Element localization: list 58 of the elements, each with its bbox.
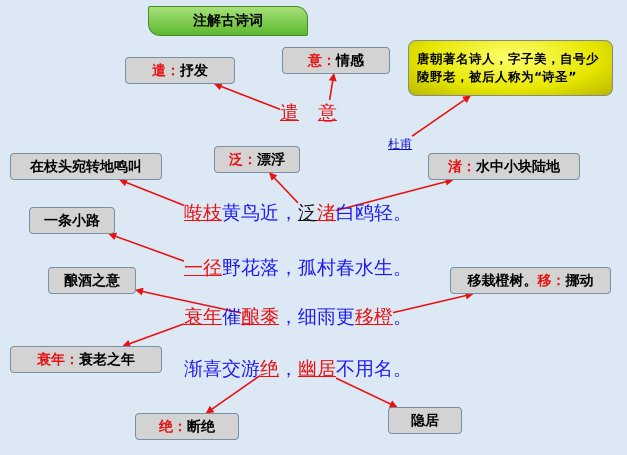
- highlighted-word: 幽居: [298, 356, 336, 382]
- poem-text: ，: [279, 357, 298, 382]
- arrow: [336, 178, 454, 212]
- arrow: [412, 95, 471, 137]
- link-text: 杜甫: [388, 136, 412, 153]
- poem-text: 不用名。: [336, 357, 412, 382]
- poem-text: 白鸥轻。: [336, 201, 412, 226]
- annotation-box: [428, 153, 580, 180]
- highlighted-word: 衰年: [184, 304, 222, 330]
- title-banner: 注解古诗词: [148, 6, 308, 36]
- annotation-box: [29, 207, 115, 234]
- annotation-text: 绝：断绝: [159, 418, 215, 436]
- annotation-box: [48, 267, 136, 294]
- annotation-text: 衰年：衰老之年: [37, 350, 135, 368]
- annotation-text: 意：情感: [308, 52, 364, 70]
- annotation-box: [450, 267, 611, 294]
- annotation-text: 移栽橙树。移：挪动: [468, 272, 594, 290]
- poem-text: ，细雨更: [279, 305, 355, 330]
- highlighted-word: 泛: [298, 200, 317, 226]
- arrow: [214, 82, 280, 110]
- arrow: [135, 288, 242, 314]
- poem-text: 野花落，孤村春水生。: [222, 256, 412, 281]
- annotation-text: 遣：抒发: [152, 62, 208, 80]
- highlighted-word: 啭枝: [184, 200, 222, 226]
- annotation-box: [282, 47, 390, 74]
- highlighted-word: 遣: [280, 100, 299, 126]
- highlighted-word: 移橙: [355, 304, 393, 330]
- annotation-box: [214, 146, 300, 173]
- highlighted-word: 渚: [317, 200, 336, 226]
- poem-text: 。: [393, 305, 412, 330]
- highlighted-word: 一径: [184, 255, 222, 281]
- arrow: [328, 73, 337, 100]
- annotation-box: [10, 346, 162, 373]
- arrow: [122, 323, 184, 348]
- note-callout: [408, 40, 613, 96]
- highlighted-word: 酿黍: [241, 304, 279, 330]
- annotation-text: 一条小路: [44, 212, 100, 230]
- arrow: [206, 374, 260, 414]
- annotation-box: [388, 407, 462, 434]
- annotation-text: 唐朝著名诗人，字子美，自号少陵野老，被后人称为“诗圣”: [417, 50, 600, 86]
- annotation-box: [10, 153, 162, 180]
- poem-text: 渐喜交游: [184, 357, 260, 382]
- poem-text: 黄鸟近，: [222, 201, 298, 226]
- annotation-box: [135, 413, 239, 440]
- annotation-text: 泛：漂浮: [229, 150, 285, 168]
- arrow: [108, 232, 184, 262]
- arrow: [269, 172, 299, 204]
- annotation-text: 隐居: [411, 412, 439, 430]
- annotation-text: 酿酒之意: [64, 272, 120, 290]
- poem-text: 催: [222, 305, 241, 330]
- arrow: [119, 178, 184, 206]
- arrow: [336, 377, 398, 408]
- annotation-box: [125, 57, 235, 84]
- highlighted-word: 绝: [260, 356, 279, 382]
- arrow: [392, 292, 474, 314]
- highlighted-word: 意: [318, 100, 337, 126]
- annotation-text: 在枝头宛转地鸣叫: [30, 158, 142, 176]
- annotation-text: 渚：水中小块陆地: [448, 158, 560, 176]
